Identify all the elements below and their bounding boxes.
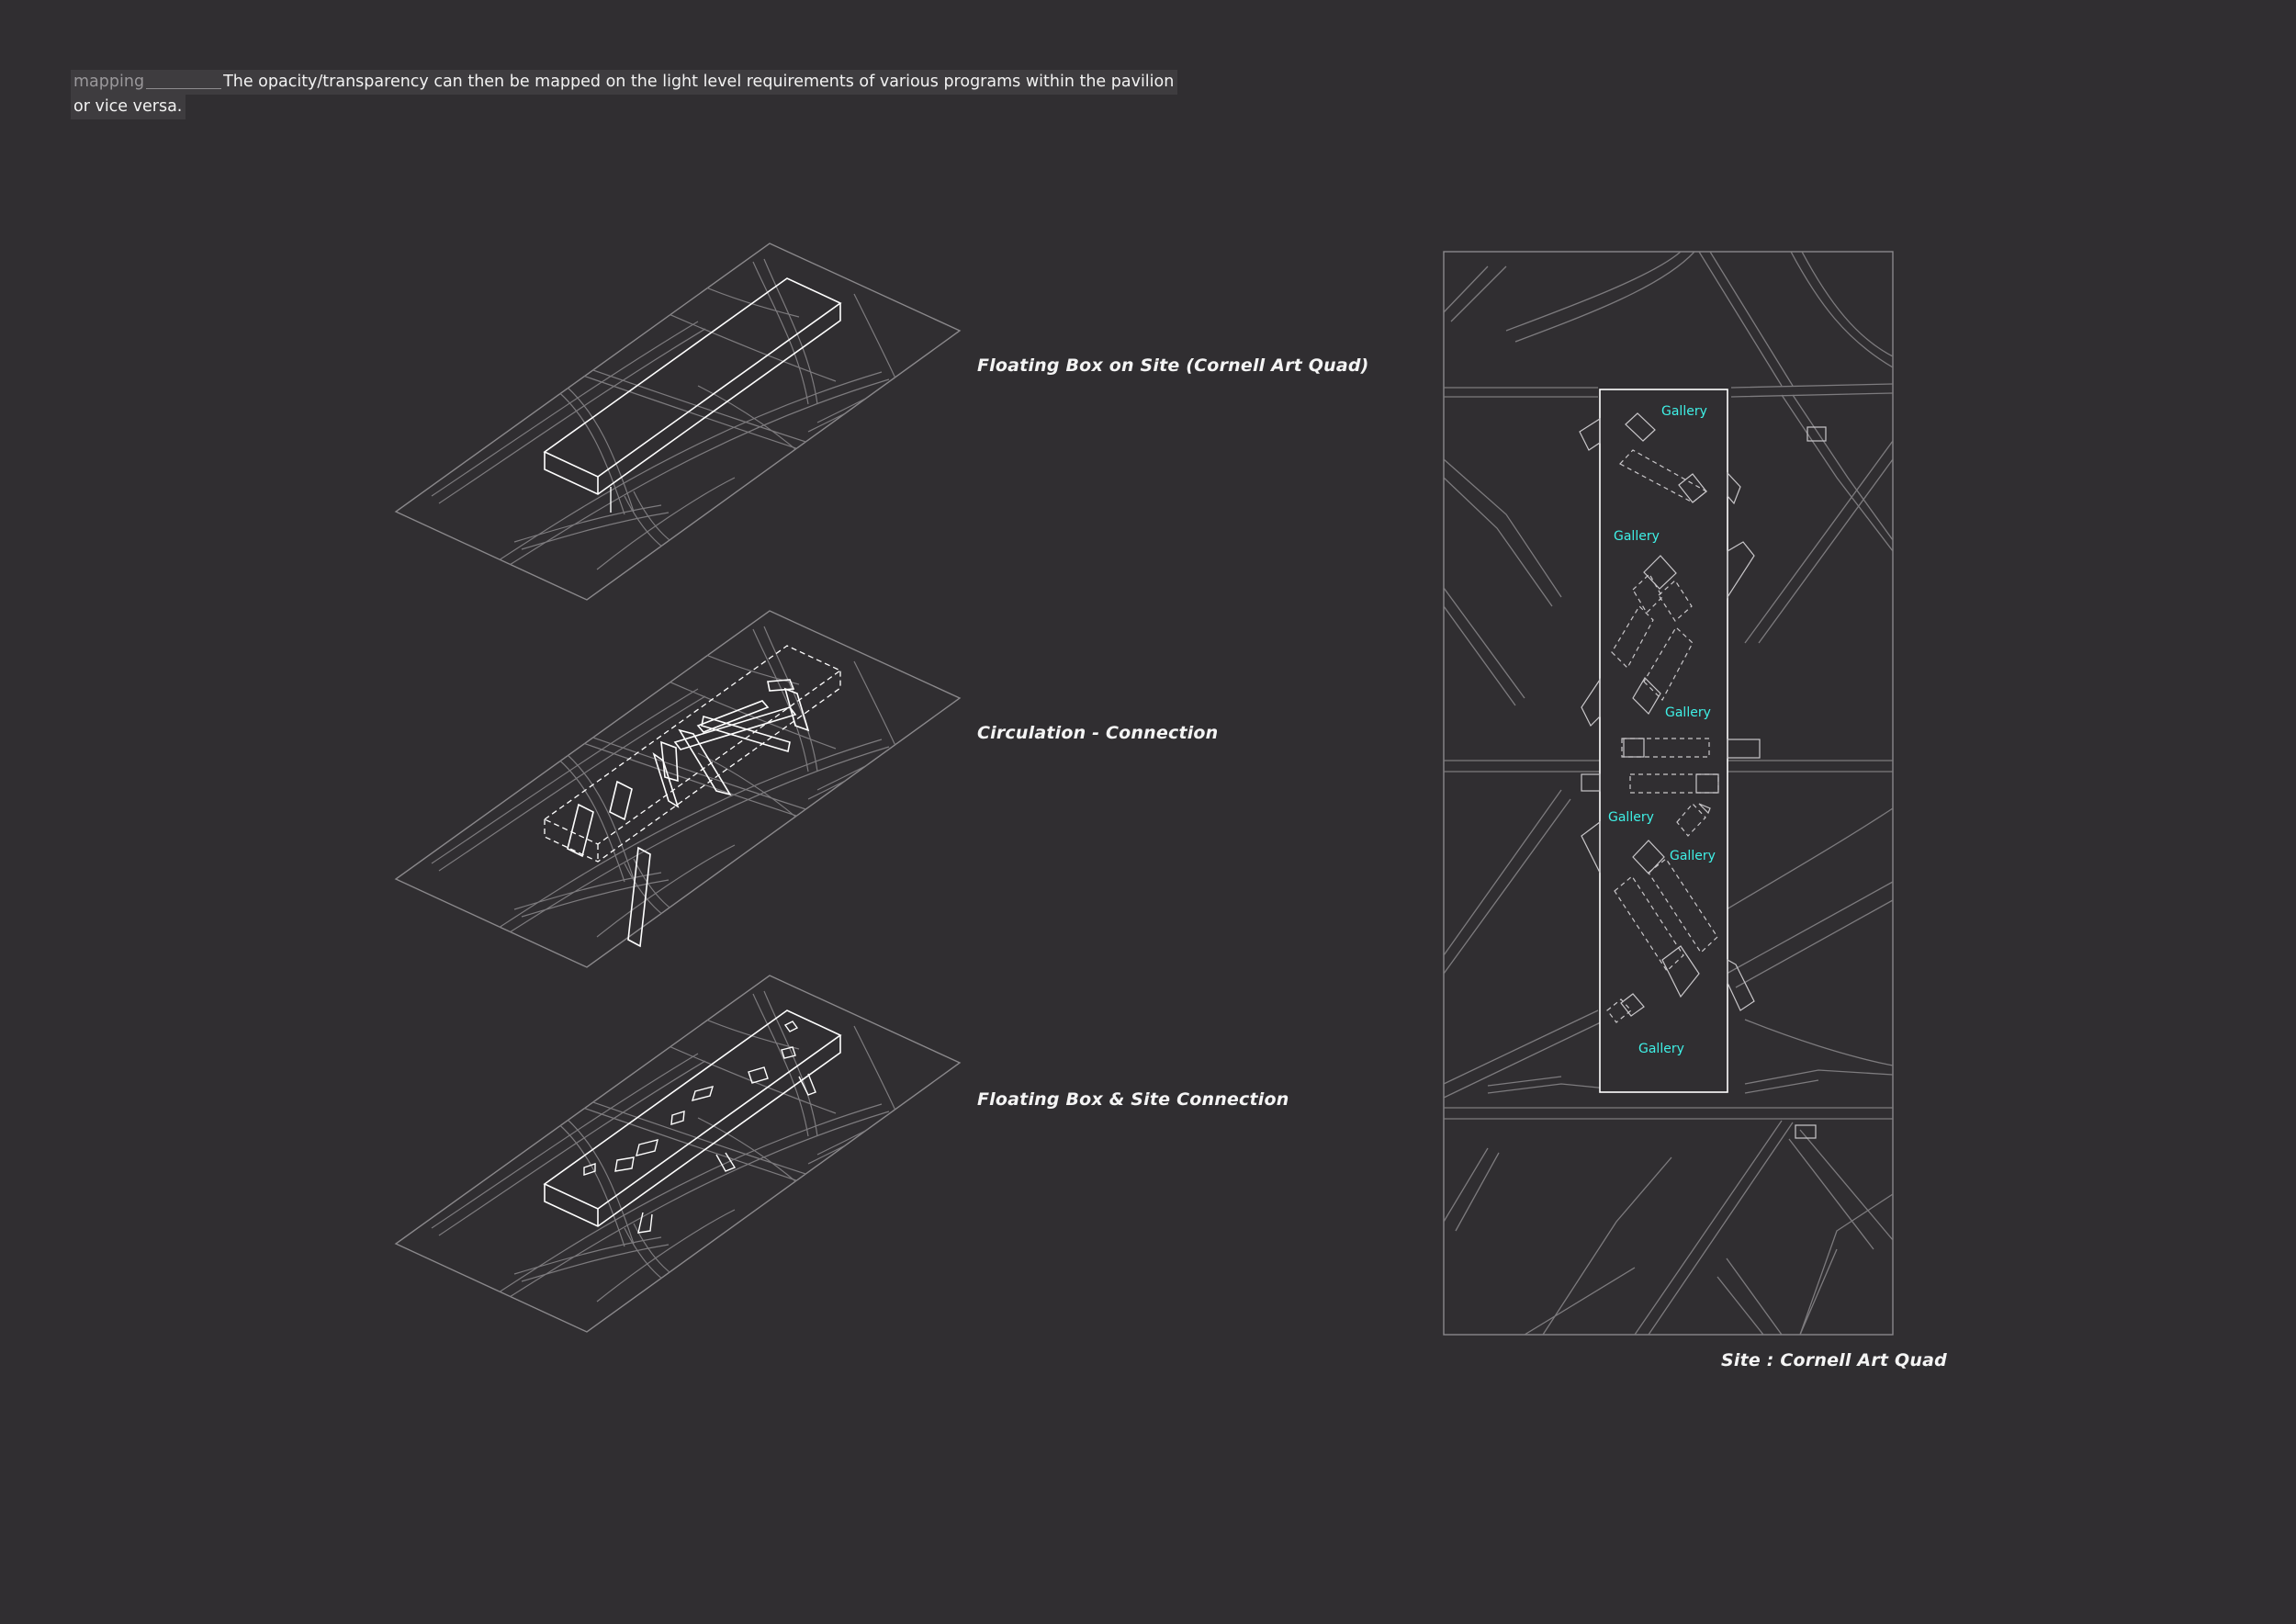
- caption-site-connection: Floating Box & Site Connection: [977, 1089, 1289, 1110]
- intro-line-1: mapping The opacity/transparency can then…: [71, 70, 1178, 95]
- gallery-label: Gallery: [1665, 705, 1711, 720]
- gallery-label: Gallery: [1614, 529, 1660, 544]
- iso-diagram-circulation: [396, 611, 960, 967]
- caption-circulation: Circulation - Connection: [977, 723, 1219, 743]
- intro-sentence: The opacity/transparency can then be map…: [223, 73, 1175, 91]
- intro-tag: mapping: [73, 73, 145, 91]
- gallery-label: Gallery: [1670, 849, 1716, 863]
- site-plan: Gallery Gallery Gallery Gallery Gallery …: [1443, 251, 1894, 1336]
- intro-rule: [146, 88, 222, 89]
- iso-diagram-site-connection: [396, 976, 960, 1332]
- iso-diagram-floating-box: [396, 243, 960, 600]
- intro-sentence-end: or vice versa.: [73, 97, 183, 116]
- caption-floating-box: Floating Box on Site (Cornell Art Quad): [977, 355, 1369, 376]
- gallery-label: Gallery: [1661, 404, 1707, 419]
- gallery-label: Gallery: [1608, 810, 1654, 825]
- intro-text-block: mapping The opacity/transparency can then…: [71, 70, 1178, 119]
- gallery-label: Gallery: [1638, 1042, 1684, 1056]
- intro-line-2: or vice versa.: [71, 95, 186, 119]
- caption-site-plan: Site : Cornell Art Quad: [1721, 1350, 1947, 1370]
